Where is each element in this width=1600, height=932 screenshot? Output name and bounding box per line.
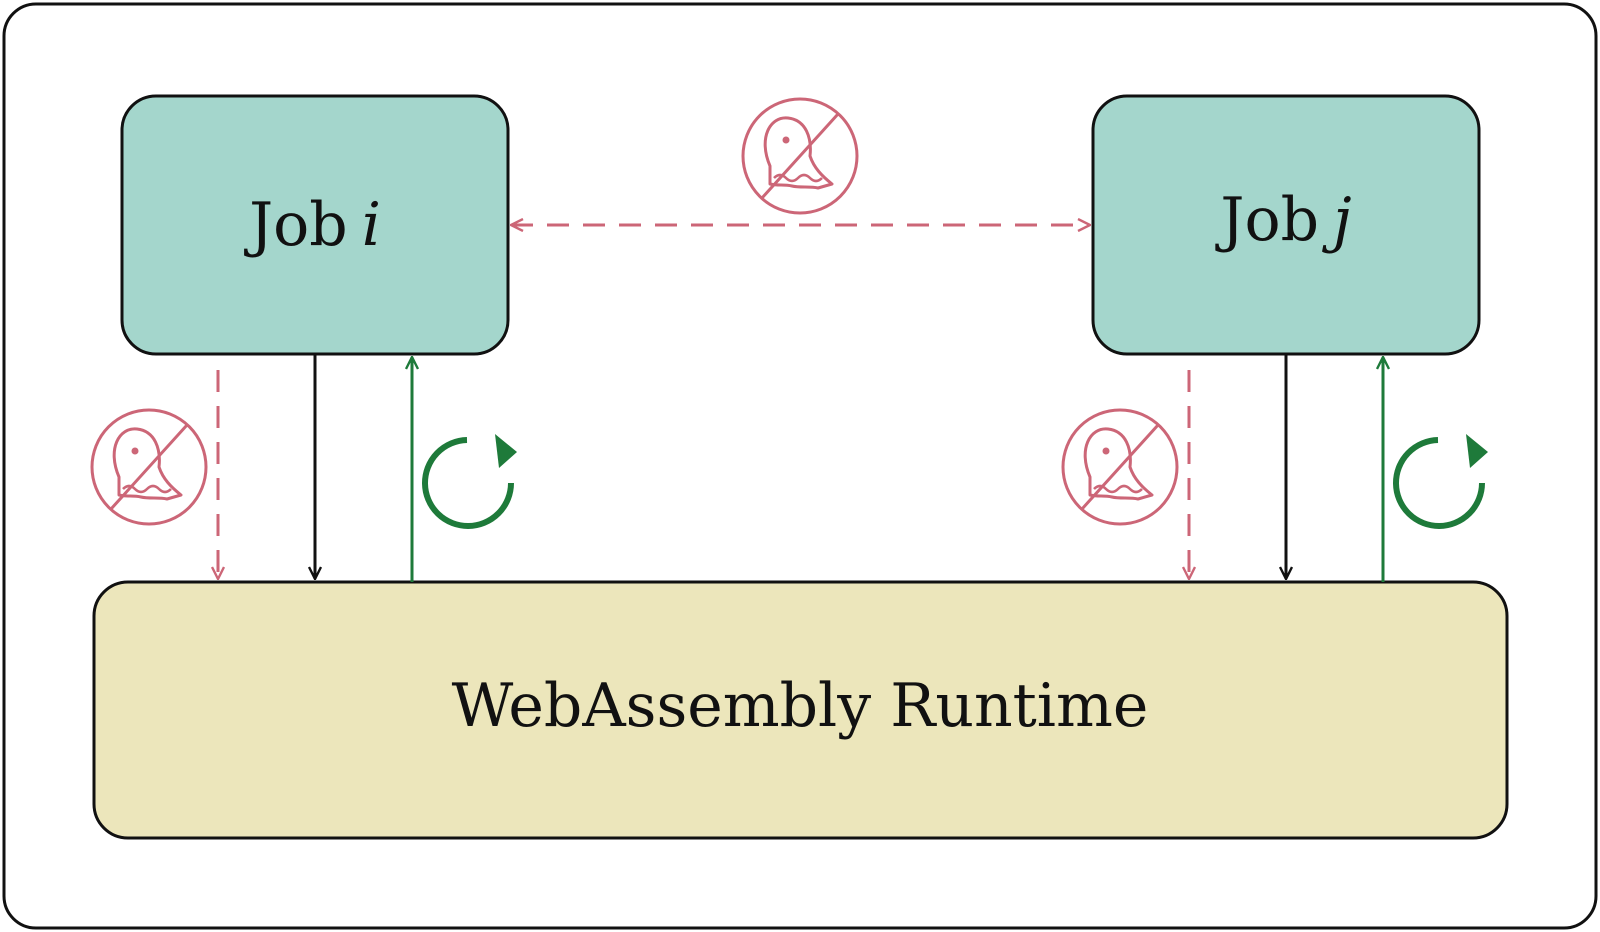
runtime-node: WebAssembly Runtime (92, 580, 1509, 840)
runtime-label: WebAssembly Runtime (452, 671, 1149, 741)
runtime-box (92, 580, 1509, 840)
job-j-name: Job (1214, 185, 1319, 255)
job-i-name: Job (243, 190, 348, 260)
job-i-var: i (362, 190, 381, 260)
